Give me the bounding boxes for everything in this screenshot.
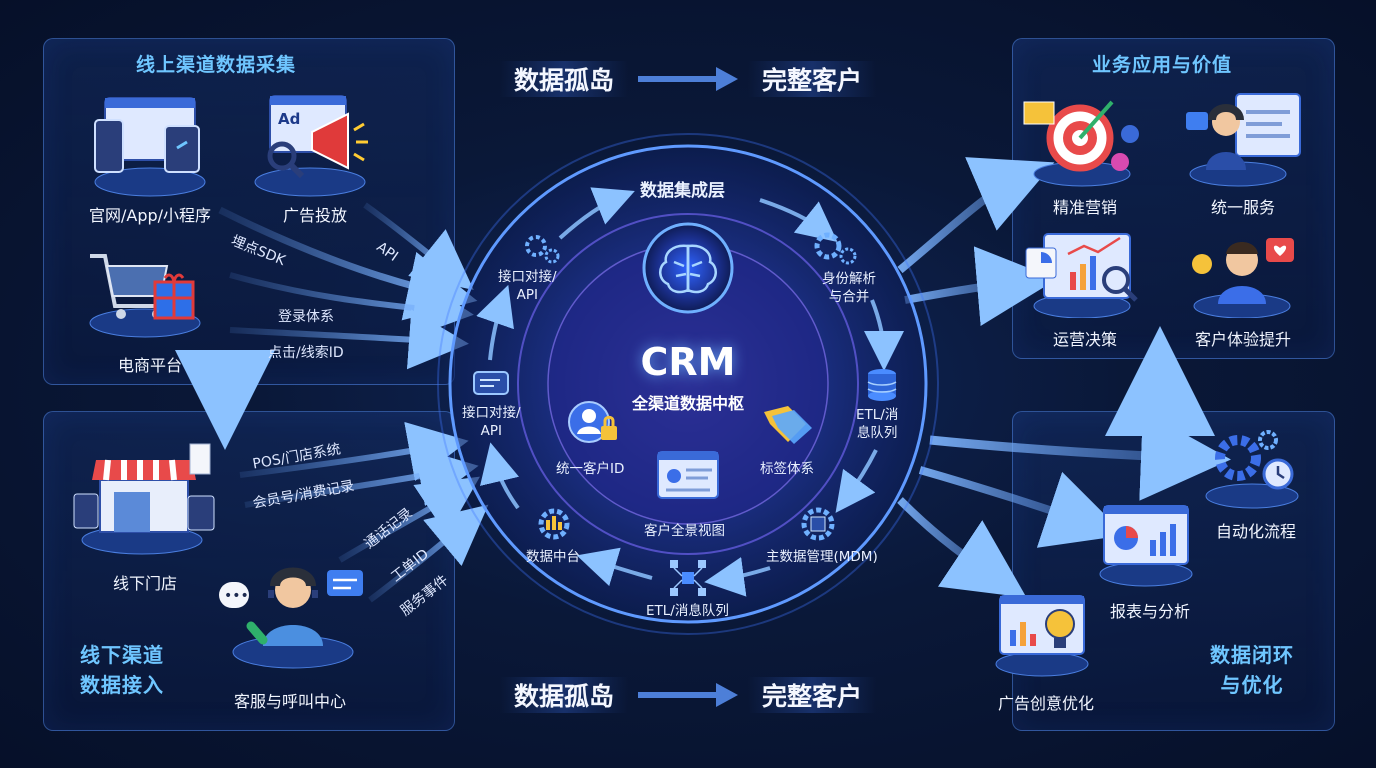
api-top-label: 接口对接/ API [498,269,557,303]
bottom-banner: 数据孤岛 完整客户 [500,672,877,718]
flow-label-login: 登录体系 [278,309,334,325]
reports-label: 报表与分析 [1109,602,1191,621]
top-banner: 数据孤岛 完整客户 [500,56,877,102]
online-title: 线上渠道数据采集 [136,54,297,76]
brain-icon [659,244,717,294]
ads-label: 广告投放 [282,206,348,225]
top-banner-from: 数据孤岛 [500,61,629,97]
top-banner-to: 完整客户 [748,61,877,97]
reports-node[interactable]: 报表与分析 [1090,500,1210,621]
marketing-label: 精准营销 [1052,198,1118,217]
cx-label: 客户体验提升 [1194,330,1292,349]
arrow-right-icon [638,683,739,707]
target-icon [1023,100,1139,187]
offline-title: 线下渠道 数据接入 [80,643,164,697]
bottom-banner-from: 数据孤岛 [500,677,629,713]
unified-id-label: 统一客户ID [556,461,625,477]
call-center-node[interactable]: ••• 客服与呼叫中心 [215,560,365,711]
ops-label: 运营决策 [1052,330,1118,349]
crm-subtitle: 全渠道数据中枢 [631,394,744,413]
loop-title: 数据闭环 与优化 [1210,643,1294,697]
storefront-icon [73,443,215,555]
api-left-label: 接口对接/ API [462,405,521,439]
service-label: 统一服务 [1210,198,1276,217]
ad-creative-node[interactable]: 广告创意优化 [986,590,1106,720]
identity-label: 身份解析 与合并 [822,271,876,305]
etl-bottom-label: ETL/消息队列 [646,603,729,619]
happy-customer-icon [1192,238,1294,318]
ad-creative-label: 广告创意优化 [997,694,1095,713]
automation-node[interactable]: 自动化流程 [1196,420,1316,541]
bottom-banner-to: 完整客户 [748,677,877,713]
lightbulb-icon [995,595,1089,677]
user-lock-icon [568,401,617,443]
apps-title: 业务应用与价值 [1092,54,1233,76]
ecommerce-node[interactable]: 电商平台 [85,248,215,378]
network-icon [670,560,706,596]
store-label: 线下门店 [112,574,178,593]
ad-badge: Ad [278,110,301,128]
server-icon [473,371,509,395]
report-chart-icon [1099,505,1193,587]
marketing-node[interactable]: 精准营销 [1020,88,1150,218]
database-icon [867,369,897,401]
automation-gears-icon [1205,430,1299,509]
mdm-label: 主数据管理(MDM) [766,549,878,565]
gears-icon [525,235,560,264]
data-middle-label: 数据中台 [526,549,580,565]
web-app-node[interactable]: 官网/App/小程序 [85,90,215,240]
dashboard-chart-icon [1025,233,1138,318]
web-app-label: 官网/App/小程序 [88,206,212,225]
devices-icon [94,97,206,197]
automation-label: 自动化流程 [1215,522,1297,541]
headset-agent-icon: ••• [219,567,363,669]
ops-node[interactable]: 运营决策 [1020,228,1150,349]
ecommerce-label: 电商平台 [117,356,183,375]
customer-view-icon [657,451,719,499]
integration-layer-title: 数据集成层 [640,181,725,201]
mdm-icon [801,507,835,541]
gears-icon [814,232,857,265]
cx-node[interactable]: 客户体验提升 [1178,228,1308,349]
etl-right-label: ETL/消 息队列 [856,407,899,441]
tags-label: 标签体系 [760,461,814,477]
crm-title: CRM [640,340,736,384]
arrow-right-icon [638,67,739,91]
call-center-label: 客服与呼叫中心 [233,692,347,711]
service-node[interactable]: 统一服务 [1178,88,1308,218]
customer-view-label: 客户全景视图 [644,523,725,539]
data-platform-icon [538,508,570,540]
svg-text:•••: ••• [224,588,249,604]
tags-icon [764,406,812,444]
flow-label-click-id: 点击/线索ID [268,345,344,361]
support-agent-icon [1186,93,1301,187]
megaphone-icon [254,95,368,197]
shopping-cart-icon [89,254,201,338]
ads-node[interactable]: Ad 广告投放 [250,90,380,240]
store-node[interactable]: 线下门店 [70,440,220,593]
